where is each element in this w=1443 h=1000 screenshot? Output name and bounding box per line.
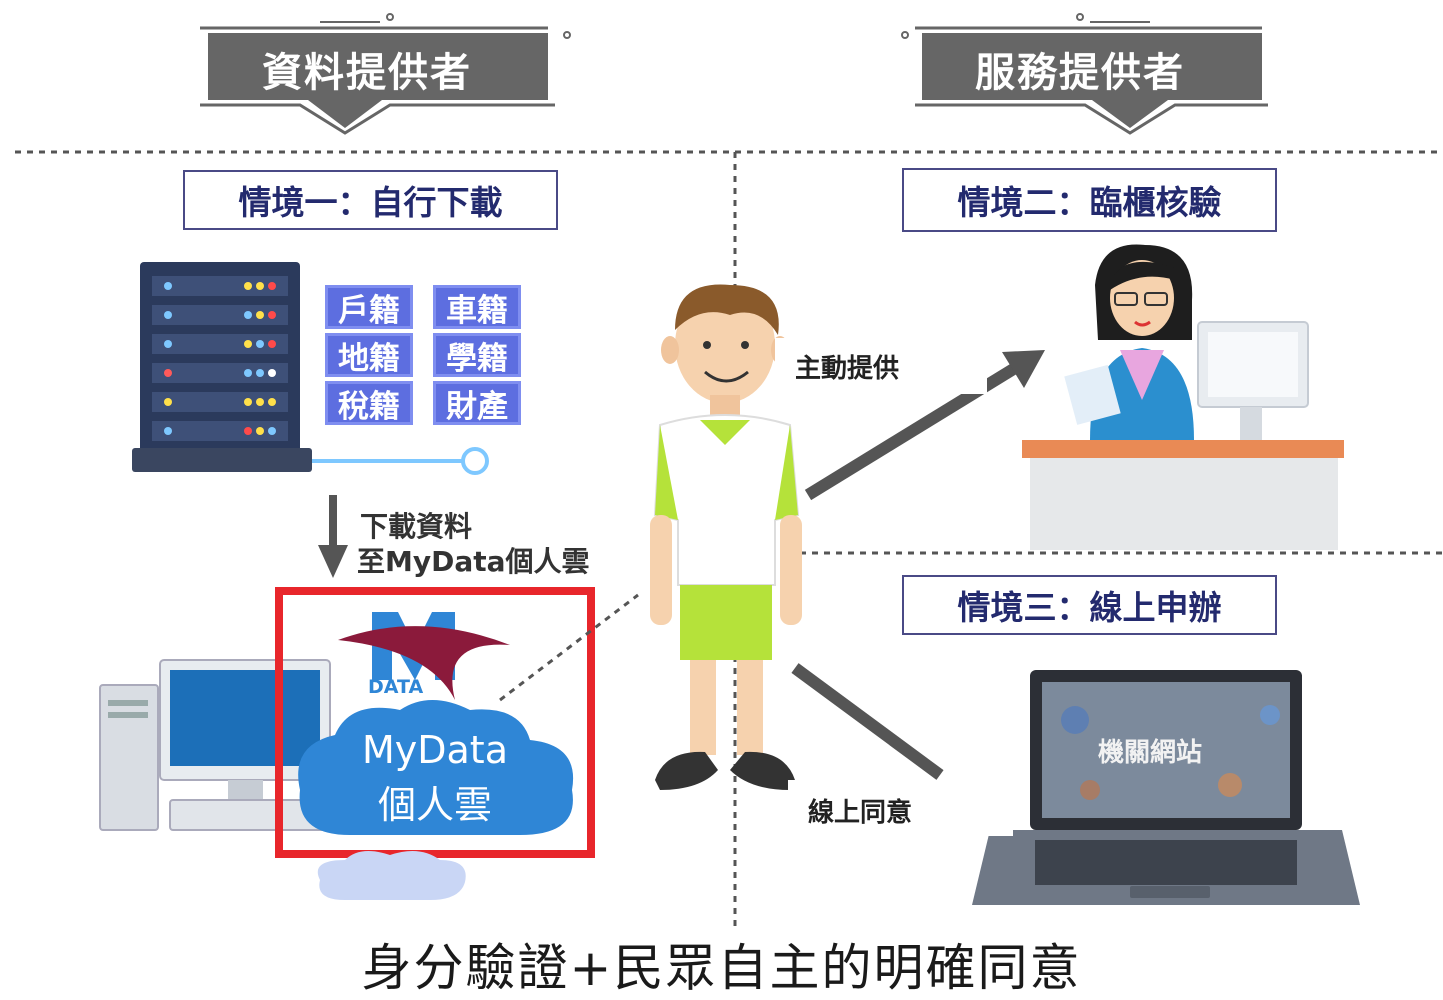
left-banner-shape xyxy=(200,13,571,135)
record-tile-tax: 稅籍 xyxy=(325,381,413,425)
scenario-one-label: 情境一：自行下載 xyxy=(183,170,558,230)
laptop-screen-text: 機關網站 xyxy=(1098,738,1203,768)
download-arrow-icon xyxy=(318,495,348,578)
server-rack-icon xyxy=(132,262,489,475)
record-tile-school: 學籍 xyxy=(433,333,521,377)
online-consent-label-bg xyxy=(788,780,1013,836)
scenario-three-label: 情境三：線上申辦 xyxy=(902,575,1277,635)
laptop-icon xyxy=(972,670,1360,905)
record-tile-household: 戶籍 xyxy=(325,285,413,329)
service-provider-banner: 服務提供者 xyxy=(975,50,1185,96)
mydata-logo-text: DATA xyxy=(368,676,424,698)
cloud-line2: 個人雲 xyxy=(377,783,492,827)
mydata-logo-icon xyxy=(338,612,510,700)
online-consent-label: 線上同意 xyxy=(808,798,913,828)
proactive-label-bg xyxy=(775,338,987,394)
data-provider-banner: 資料提供者 xyxy=(262,50,472,96)
counter-clerk-icon xyxy=(1022,244,1344,550)
cloud-connector xyxy=(499,593,639,702)
mydata-highlight-frame xyxy=(275,587,595,858)
record-tile-vehicle: 車籍 xyxy=(433,285,521,329)
right-banner-shape xyxy=(901,13,1268,135)
download-label-line2: 至MyData個人雲 xyxy=(357,545,590,578)
record-tile-property: 財產 xyxy=(433,381,521,425)
proactive-label: 主動提供 xyxy=(795,354,900,384)
desktop-computer-icon xyxy=(99,659,331,831)
person-figure-icon xyxy=(650,284,802,790)
line-to-laptop xyxy=(791,663,944,780)
scenario-two-label: 情境二：臨櫃核驗 xyxy=(902,168,1277,232)
record-tile-land: 地籍 xyxy=(325,333,413,377)
mydata-cloud-icon xyxy=(298,700,574,900)
download-label-line1: 下載資料 xyxy=(360,510,473,543)
footer-caption: 身分驗證+民眾自主的明確同意 xyxy=(361,939,1082,997)
cloud-line1: MyData xyxy=(361,728,508,772)
